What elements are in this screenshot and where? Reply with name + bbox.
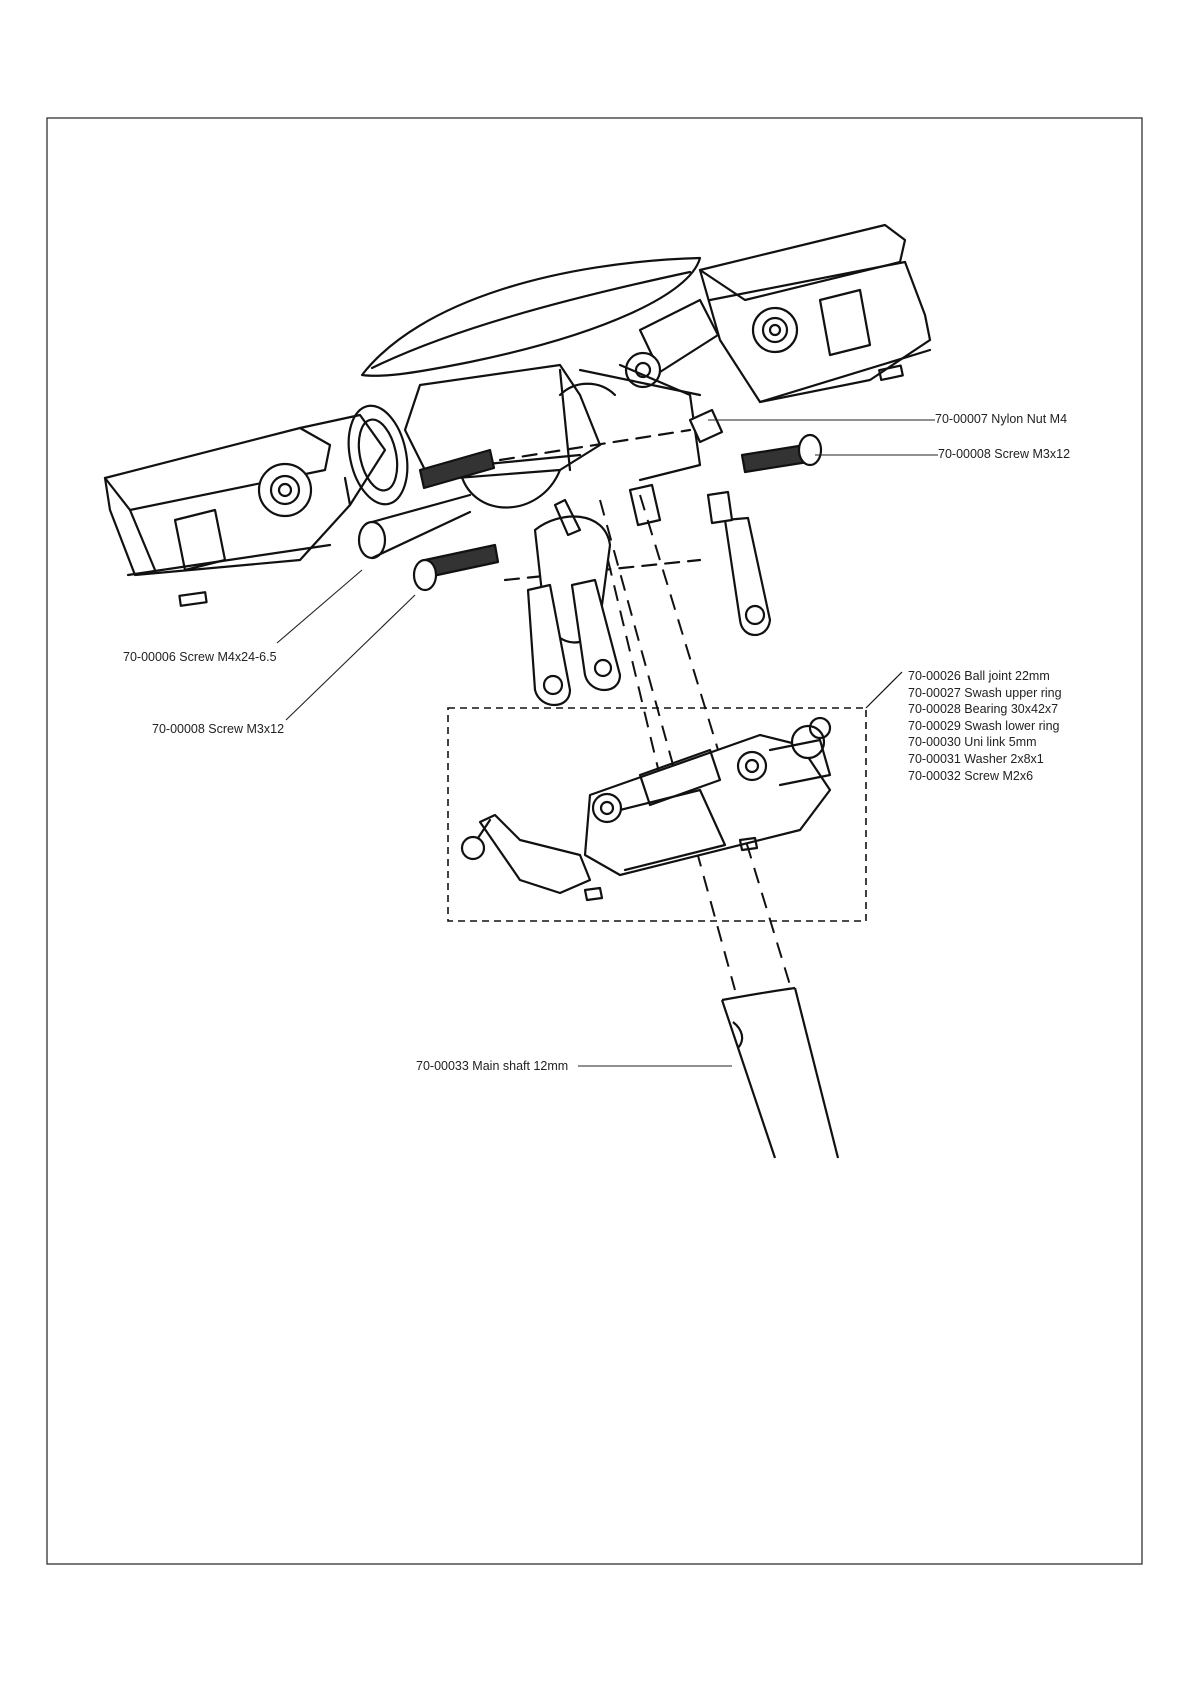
callout-screw-m3-right: 70-00008 Screw M3x12	[938, 446, 1070, 462]
swash-part-label: 70-00027 Swash upper ring	[908, 685, 1062, 702]
screw-m4-leader	[277, 570, 362, 643]
swash-part-label: 70-00026 Ball joint 22mm	[908, 668, 1062, 685]
screw-m3-left-leader	[286, 595, 415, 720]
swash-part-label: 70-00030 Uni link 5mm	[908, 734, 1062, 751]
main-shaft	[722, 988, 838, 1158]
swash-part-label: 70-00029 Swash lower ring	[908, 718, 1062, 735]
callout-screw-m4: 70-00006 Screw M4x24-6.5	[123, 649, 277, 665]
callout-screw-m3-left: 70-00008 Screw M3x12	[152, 721, 284, 737]
callout-nylon-nut: 70-00007 Nylon Nut M4	[935, 411, 1067, 427]
leader-lines	[277, 420, 938, 1066]
rotor-head-assembly	[105, 225, 930, 705]
swash-group-part-list: 70-00026 Ball joint 22mm 70-00027 Swash …	[908, 668, 1062, 784]
callout-main-shaft: 70-00033 Main shaft 12mm	[416, 1058, 568, 1074]
left-blade-grip	[105, 415, 385, 606]
swash-part-label: 70-00031 Washer 2x8x1	[908, 751, 1062, 768]
swash-group-leader-line	[866, 672, 902, 708]
swash-part-label: 70-00032 Screw M2x6	[908, 768, 1062, 785]
swashplate-assembly	[462, 718, 830, 900]
swash-part-label: 70-00028 Bearing 30x42x7	[908, 701, 1062, 718]
right-blade-grip	[700, 225, 930, 402]
